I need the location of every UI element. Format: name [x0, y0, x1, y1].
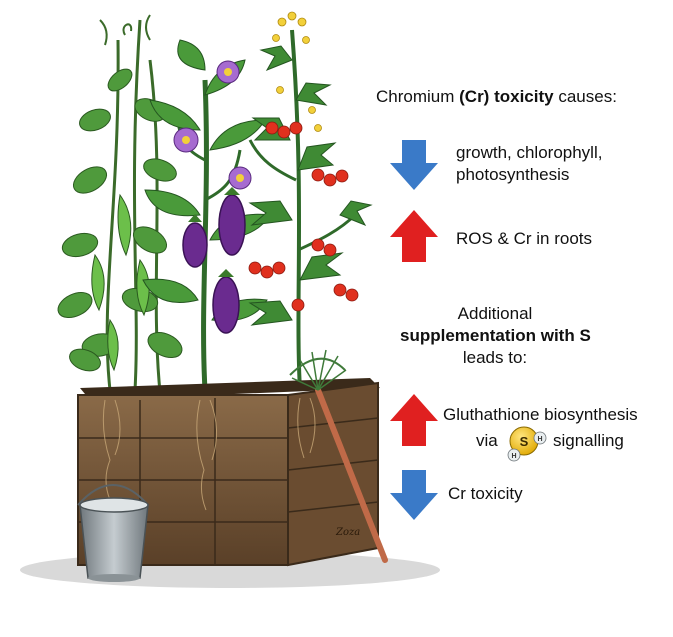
effect-cr-toxicity-line1: Cr toxicity [448, 484, 523, 503]
molecule-s-label: S [520, 434, 529, 449]
heading-toxicity-word: toxicity [494, 87, 554, 106]
heading-prefix: Chromium [376, 87, 460, 106]
artist-signature: Zoza [335, 527, 360, 538]
supplement-line1: Additional [457, 304, 533, 323]
effect-glutathione-line1: Gluthathione biosynthesis [443, 405, 638, 424]
effect-ros-text: ROS & Cr in roots [456, 228, 592, 250]
effect-growth-line1: growth, chlorophyll, [456, 143, 603, 162]
arrow-down-cr-toxicity [390, 470, 438, 520]
effect-growth-text: growth, chlorophyll, photosynthesis [456, 142, 602, 186]
effect-glutathione-signalling-word: signalling [553, 431, 624, 450]
bucket [77, 484, 149, 582]
hydrogen-sulfide-icon: S H H [507, 426, 547, 462]
effect-growth-line2: photosynthesis [456, 165, 570, 184]
pea-plants [57, 14, 183, 393]
tomato-plant [248, 11, 373, 391]
heading-cr-symbol: (Cr) [459, 87, 490, 106]
supplement-line3: leads to: [462, 348, 528, 367]
molecule-h1-label: H [537, 436, 542, 443]
molecule-h2-label: H [511, 453, 516, 460]
arrow-down-growth [390, 140, 438, 190]
rake [289, 349, 388, 563]
arrow-up-glutathione [390, 394, 438, 446]
effect-glutathione-signalling: signalling [553, 430, 624, 452]
effect-ros-line1: ROS & Cr in roots [456, 229, 593, 248]
supplement-text: Additional supplementation with S leads … [400, 303, 591, 369]
supplement-line2: supplementation with S [400, 326, 591, 345]
effect-glutathione-via: via [476, 430, 498, 452]
heading-cr-toxicity: Chromium (Cr) toxicity causes: [376, 86, 617, 108]
effect-cr-toxicity-text: Cr toxicity [448, 483, 523, 505]
effect-glutathione-via-word: via [476, 431, 498, 450]
heading-suffix: causes: [553, 87, 617, 106]
eggplant-plant [142, 39, 271, 391]
eggplant-flowers [173, 60, 252, 190]
arrow-up-ros [390, 210, 438, 262]
effect-glutathione-text: Gluthathione biosynthesis [443, 404, 638, 426]
